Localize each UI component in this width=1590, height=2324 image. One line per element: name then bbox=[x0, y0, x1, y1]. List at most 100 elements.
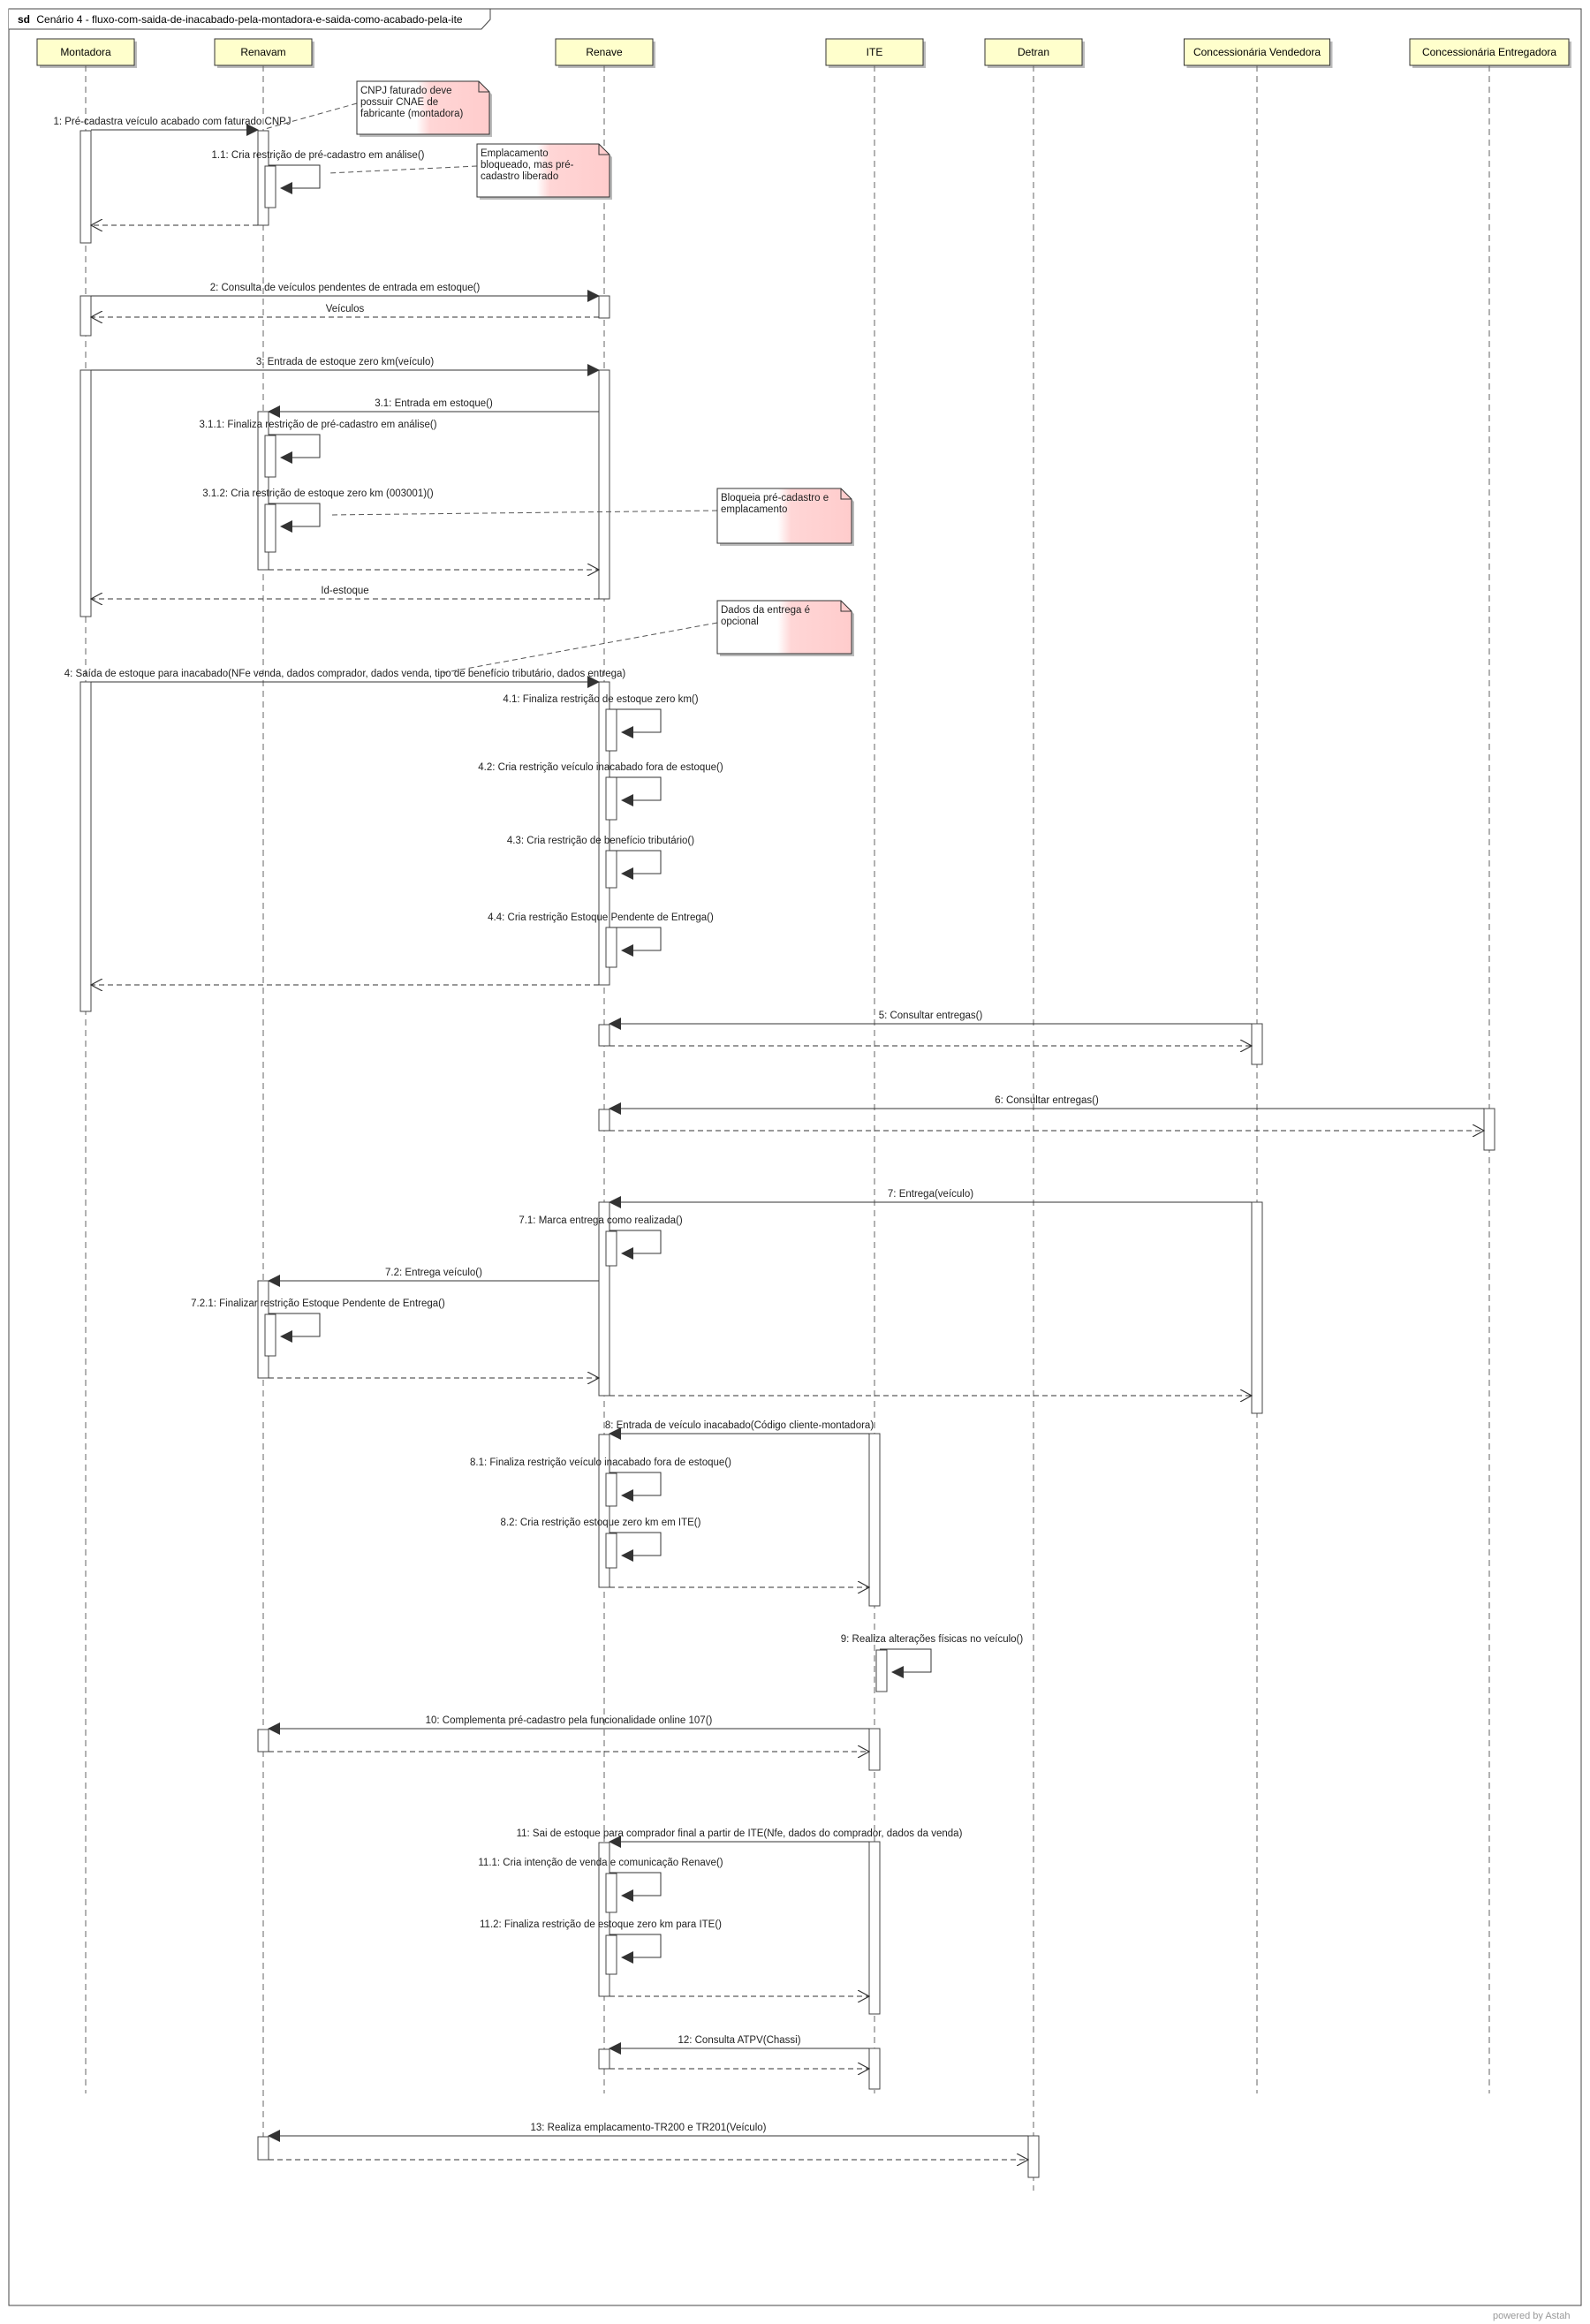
message-call: 10: Complementa pré-cadastro pela funcio… bbox=[268, 1715, 869, 1735]
message-label: 11.2: Finaliza restrição de estoque zero… bbox=[480, 1919, 722, 1930]
message-call: 2: Consulta de veículos pendentes de ent… bbox=[91, 283, 600, 302]
self-call-arrow bbox=[269, 434, 321, 464]
lifeline-detran: Detran bbox=[984, 38, 1085, 2191]
message-label: 1.1: Cria restrição de pré-cadastro em a… bbox=[212, 150, 425, 161]
lifeline-head bbox=[555, 38, 654, 66]
activation-bar bbox=[598, 1024, 610, 1047]
message-label: 3: Entrada de estoque zero km(veículo) bbox=[256, 357, 435, 367]
activation-bar bbox=[1483, 1108, 1495, 1151]
self-call-arrow bbox=[269, 503, 321, 533]
message-return: Veículos bbox=[91, 304, 599, 317]
message-label: Veículos bbox=[326, 304, 365, 314]
message-self-call: 4.2: Cria restrição veículo inacabado fo… bbox=[478, 762, 723, 806]
message-self-call: 7.1: Marca entrega como realizada() bbox=[519, 1215, 683, 1260]
message-call: 7.2: Entrega veículo() bbox=[268, 1268, 599, 1287]
message-label: 11: Sai de estoque para comprador final … bbox=[517, 1828, 963, 1839]
lifeline-label: Renavam bbox=[240, 46, 285, 58]
message-self-call: 4.1: Finaliza restrição de estoque zero … bbox=[503, 694, 699, 738]
message-label: 4.3: Cria restrição de benefício tributá… bbox=[507, 836, 694, 846]
lifeline-concession-ria-entregadora: Concessionária Entregadora bbox=[1409, 38, 1571, 2093]
note-text: possuir CNAE de bbox=[360, 97, 438, 108]
message-label: 13: Realiza emplacamento-TR200 e TR201(V… bbox=[531, 2123, 767, 2133]
message-label: 12: Consulta ATPV(Chassi) bbox=[678, 2035, 800, 2046]
message-self-call: 3.1.1: Finaliza restrição de pré-cadastr… bbox=[199, 420, 437, 464]
activation-bar bbox=[598, 295, 610, 319]
self-call-arrow bbox=[269, 164, 321, 194]
message-label: 9: Realiza alterações físicas no veículo… bbox=[841, 1634, 1024, 1645]
message-self-call: 8.2: Cria restrição estoque zero km em I… bbox=[501, 1518, 701, 1562]
lifeline-ite: ITE bbox=[825, 38, 926, 2093]
self-call-arrow bbox=[610, 708, 662, 738]
note-text: bloqueado, mas pré- bbox=[481, 160, 574, 170]
note-connector bbox=[328, 165, 478, 174]
activation-bar bbox=[598, 2048, 610, 2070]
activation-bar bbox=[80, 295, 92, 337]
note-fold bbox=[598, 144, 610, 155]
message-call: 7: Entrega(veículo) bbox=[609, 1189, 1252, 1208]
self-call-arrow bbox=[610, 1872, 662, 1902]
note-body bbox=[356, 80, 490, 135]
note-body bbox=[716, 600, 852, 655]
note-text: emplacamento bbox=[721, 504, 787, 515]
message-self-call: 7.2.1: Finalizar restrição Estoque Pende… bbox=[191, 1298, 445, 1343]
message-label: 4.2: Cria restrição veículo inacabado fo… bbox=[478, 762, 723, 773]
activation-bar bbox=[1251, 1201, 1263, 1414]
note-fold bbox=[840, 488, 852, 500]
note-text: Emplacamento bbox=[481, 148, 549, 159]
message-call: 8: Entrada de veículo inacabado(Código c… bbox=[605, 1420, 874, 1440]
message-call: 3.1: Entrada em estoque() bbox=[268, 398, 599, 418]
note-connector bbox=[264, 102, 358, 130]
message-call: 6: Consultar entregas() bbox=[609, 1095, 1484, 1115]
activation-bar bbox=[868, 1433, 881, 1607]
frame-title: sd Cenário 4 - fluxo-com-saida-de-inacab… bbox=[18, 13, 463, 26]
message-label: 7.2: Entrega veículo() bbox=[385, 1268, 482, 1278]
self-call-arrow bbox=[610, 1472, 662, 1502]
note-text: fabricante (montadora) bbox=[360, 109, 464, 119]
frame-keyword: sd bbox=[18, 13, 30, 26]
messages: 1: Pré-cadastra veículo acabado com fatu… bbox=[53, 117, 1484, 2160]
message-label: 8: Entrada de veículo inacabado(Código c… bbox=[605, 1420, 874, 1431]
activation-bar bbox=[1027, 2135, 1040, 2178]
self-call-arrow bbox=[610, 1230, 662, 1260]
activation-bar bbox=[264, 165, 276, 208]
activation-bar bbox=[264, 503, 276, 553]
message-label: 7: Entrega(veículo) bbox=[888, 1189, 973, 1200]
diagram-frame: sd Cenário 4 - fluxo-com-saida-de-inacab… bbox=[8, 8, 1582, 2306]
lifeline-label: Concessionária Entregadora bbox=[1422, 46, 1556, 58]
self-call-arrow bbox=[269, 1313, 321, 1343]
lifeline-label: Montadora bbox=[60, 46, 111, 58]
message-label: 2: Consulta de veículos pendentes de ent… bbox=[210, 283, 481, 293]
frame-name: Cenário 4 - fluxo-com-saida-de-inacabado… bbox=[36, 13, 463, 26]
activation-bar bbox=[605, 776, 617, 821]
activation-bar bbox=[605, 927, 617, 968]
activation-bar bbox=[868, 1728, 881, 1771]
message-label: 5: Consultar entregas() bbox=[879, 1011, 983, 1021]
note-connector bbox=[441, 622, 718, 674]
footer-powered-by: powered by Astah bbox=[1493, 2311, 1570, 2321]
message-self-call: 1.1: Cria restrição de pré-cadastro em a… bbox=[212, 150, 425, 194]
activation-bar bbox=[605, 1934, 617, 1975]
message-label: 11.1: Cria intenção de venda e comunicaç… bbox=[478, 1858, 723, 1868]
message-call: 12: Consulta ATPV(Chassi) bbox=[609, 2035, 869, 2055]
self-call-arrow bbox=[610, 776, 662, 806]
message-label: 3.1: Entrada em estoque() bbox=[375, 398, 493, 409]
lifeline-label: Detran bbox=[1018, 46, 1049, 58]
note-text: Bloqueia pré-cadastro e bbox=[721, 493, 829, 503]
message-call: 13: Realiza emplacamento-TR200 e TR201(V… bbox=[268, 2123, 1028, 2142]
message-label: 6: Consultar entregas() bbox=[995, 1095, 1099, 1106]
message-self-call: 4.4: Cria restrição Estoque Pendente de … bbox=[488, 912, 714, 957]
self-call-arrow bbox=[610, 927, 662, 957]
lifeline-concession-ria-vendedora: Concessionária Vendedora bbox=[1184, 38, 1333, 2093]
lifeline-head bbox=[825, 38, 924, 66]
message-label: 4.1: Finaliza restrição de estoque zero … bbox=[503, 694, 698, 705]
activation-bar bbox=[598, 369, 610, 600]
note-text: Dados da entrega é bbox=[721, 605, 810, 616]
lifeline-label: ITE bbox=[867, 46, 883, 58]
activation-bar bbox=[80, 130, 92, 244]
lifeline-head bbox=[36, 38, 135, 66]
message-label: 3.1.2: Cria restrição de estoque zero km… bbox=[202, 488, 434, 499]
